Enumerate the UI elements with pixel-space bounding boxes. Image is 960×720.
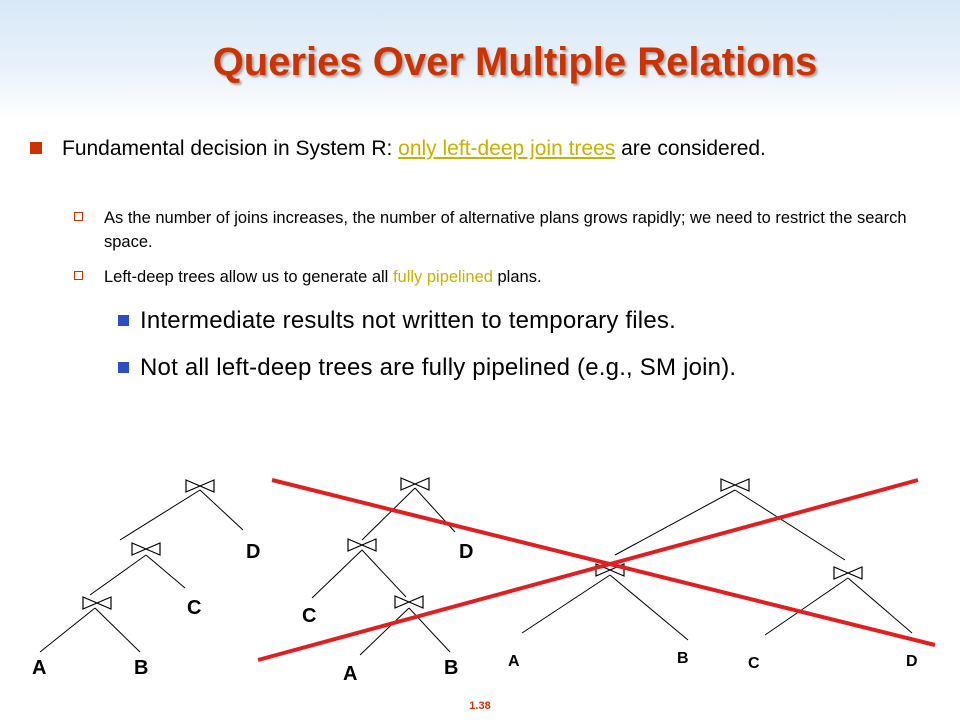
bullet-text-before: Fundamental decision in System R:: [62, 137, 399, 160]
strike-line-2: [257, 478, 919, 662]
strike-line-1: [271, 478, 936, 647]
join-icon: [833, 566, 863, 580]
page-number: 1.38: [469, 700, 491, 712]
blue-square-bullet-icon: [118, 362, 129, 373]
tree2-leaf-a: A: [343, 663, 357, 685]
bullet-intermediate-text: Intermediate results not written to temp…: [140, 307, 676, 334]
highlight-left-deep: only left-deep join trees: [398, 137, 616, 160]
hollow-square-bullet-icon: [74, 271, 83, 280]
sub-bullet-joins-text: As the number of joins increases, the nu…: [104, 209, 907, 251]
sub-bullet-text-after: plans.: [492, 268, 542, 286]
tree2-leaf-c: C: [302, 605, 316, 627]
tree1-leaf-a: A: [32, 657, 46, 679]
tree3-leaf-a: A: [508, 653, 520, 670]
tree1-leaf-d: D: [246, 541, 260, 563]
join-icon: [131, 542, 161, 556]
bullet-not-all-text: Not all left-deep trees are fully pipeli…: [140, 354, 737, 381]
hollow-square-bullet-icon: [74, 212, 83, 221]
tree1-leaf-b: B: [134, 657, 148, 679]
tree3-leaf-c: C: [748, 655, 760, 672]
join-icon: [720, 478, 750, 492]
tree-left-deep-1: [39, 479, 244, 653]
join-icon: [394, 595, 424, 609]
tree-bushy: [521, 478, 913, 641]
highlight-fully-pipelined: fully pipelined: [392, 268, 493, 286]
tree1-leaf-c: C: [187, 597, 201, 619]
tree2-leaf-b: B: [444, 657, 458, 679]
sub-bullet-text-before: Left-deep trees allow us to generate all: [104, 268, 393, 286]
header-band: [0, 0, 960, 120]
blue-square-bullet-icon: [118, 315, 129, 326]
tree3-leaf-b: B: [677, 650, 689, 667]
join-icon: [82, 596, 112, 610]
bullet-text-after: are considered.: [615, 137, 766, 160]
tree2-leaf-d: D: [459, 541, 473, 563]
page-title: Queries Over Multiple Relations: [212, 40, 818, 84]
join-icon: [347, 538, 377, 552]
tree3-leaf-d: D: [906, 653, 918, 670]
square-bullet-icon: [30, 142, 42, 154]
tree-left-deep-2: [311, 477, 456, 656]
